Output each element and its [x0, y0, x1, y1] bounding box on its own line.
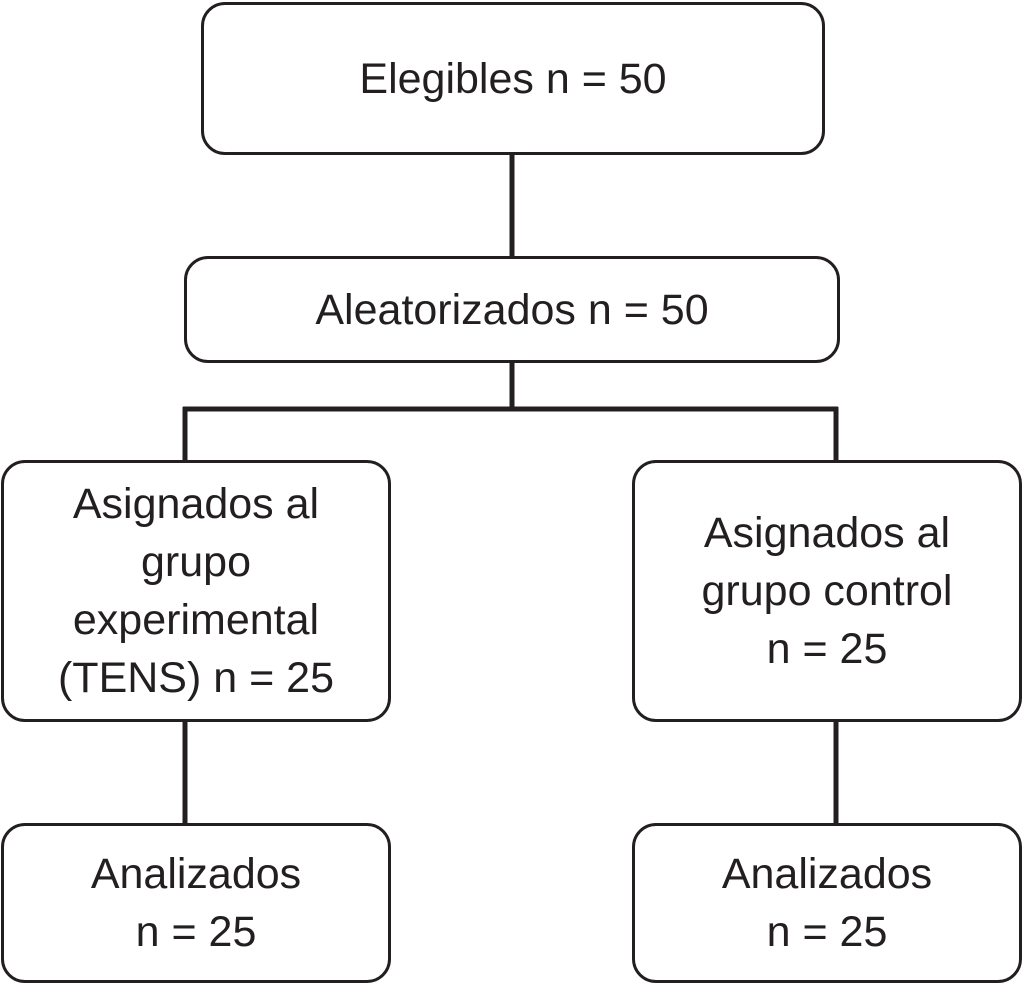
node-elegibles: Elegibles n = 50 — [201, 2, 825, 155]
node-experimental-line-3: experimental — [72, 596, 320, 644]
node-analizados-experimental-line-1: Analizados — [90, 850, 302, 898]
node-elegibles-text: Elegibles n = 50 — [359, 54, 667, 103]
node-grupo-experimental: Asignados al grupo experimental (TENS) n… — [1, 460, 391, 722]
node-aleatorizados-text: Aleatorizados n = 50 — [315, 285, 709, 334]
node-analizados-experimental-line-2: n = 25 — [135, 908, 257, 956]
node-control-line-3: n = 25 — [766, 625, 888, 673]
node-grupo-control: Asignados al grupo control n = 25 — [632, 460, 1022, 722]
node-analizados-control-line-1: Analizados — [721, 850, 933, 898]
node-control-line-2: grupo control — [701, 567, 953, 615]
node-experimental-line-4: (TENS) n = 25 — [57, 654, 334, 702]
node-analizados-control: Analizados n = 25 — [632, 823, 1022, 983]
node-control-line-1: Asignados al — [703, 509, 951, 557]
node-analizados-experimental: Analizados n = 25 — [1, 823, 391, 983]
node-analizados-control-line-2: n = 25 — [766, 908, 888, 956]
node-experimental-line-2: grupo — [141, 538, 251, 586]
node-aleatorizados: Aleatorizados n = 50 — [184, 256, 840, 363]
node-experimental-line-1: Asignados al — [72, 480, 320, 528]
